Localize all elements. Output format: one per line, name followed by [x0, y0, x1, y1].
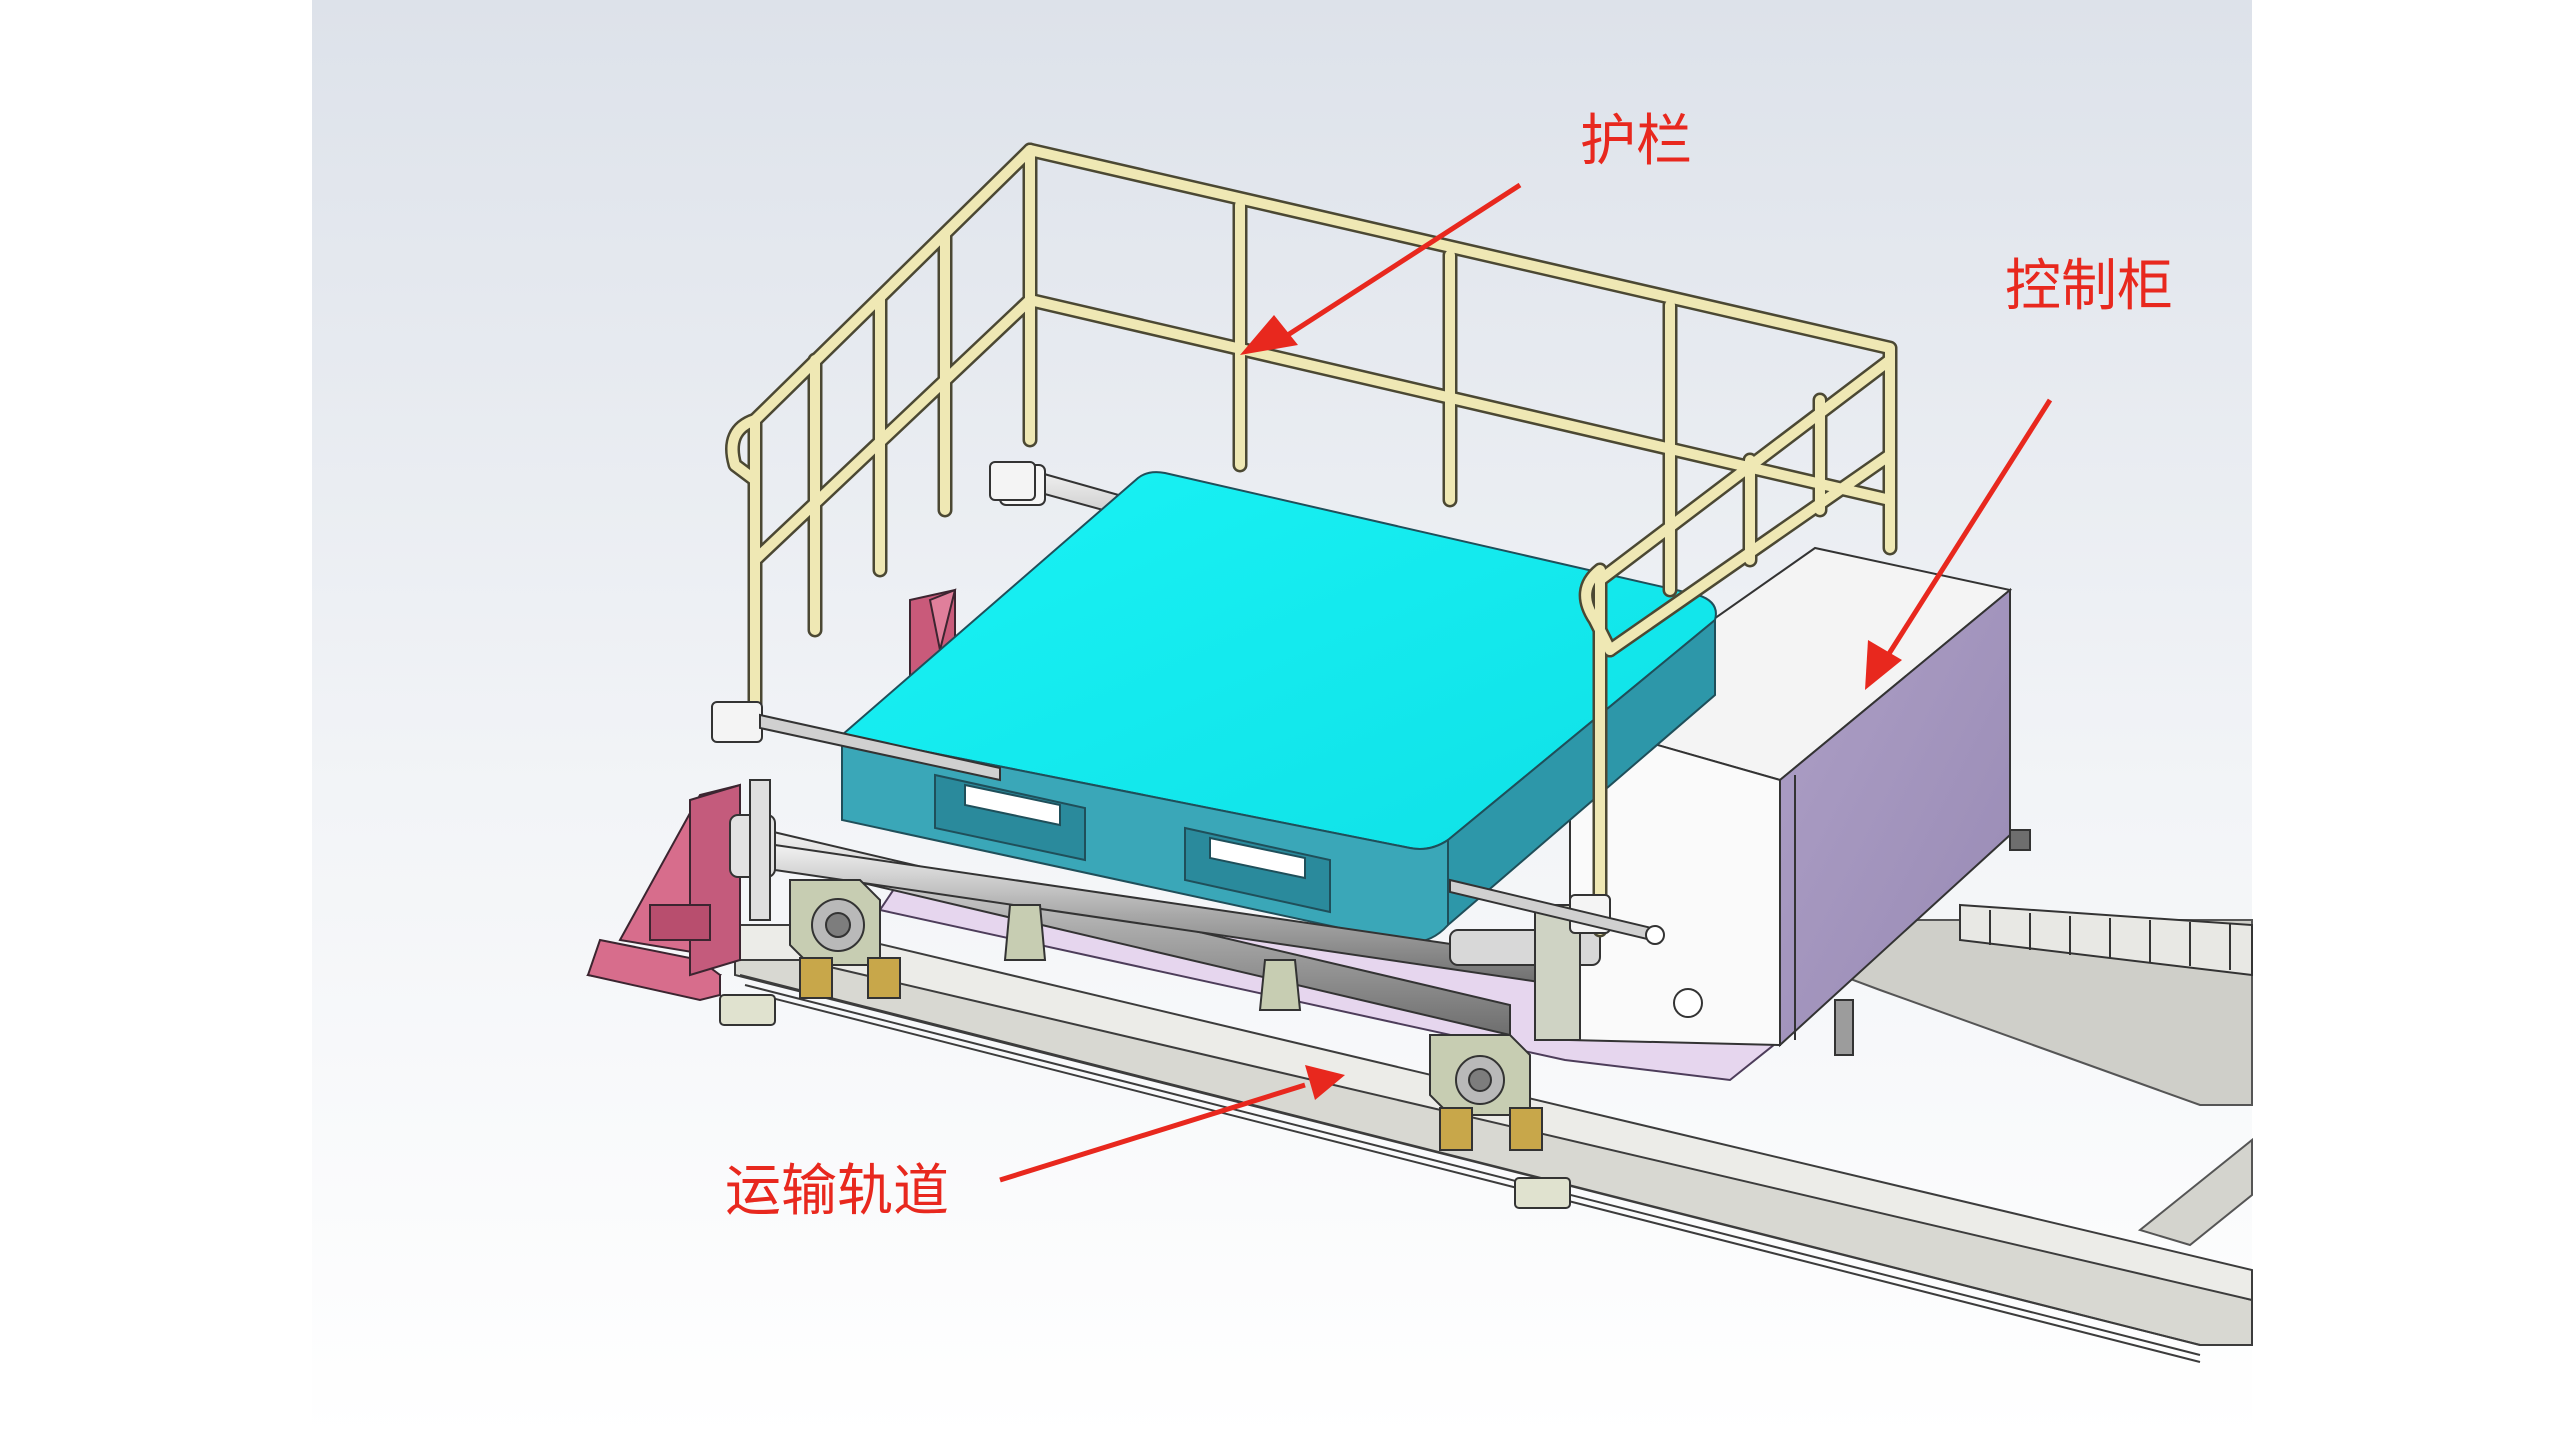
callout-arrowhead-transport-track	[1305, 1065, 1345, 1100]
side-bar	[759, 713, 1665, 945]
callout-arrowhead-guardrail	[1240, 315, 1298, 355]
cross-beam	[2137, 1137, 2253, 1247]
label-guardrail: 护栏	[1580, 109, 1692, 174]
callout-transport-track: 运输轨道	[725, 1065, 1345, 1224]
drive-gearbox	[789, 879, 901, 999]
guardrail	[725, 142, 1898, 938]
side-frame	[749, 779, 1581, 1041]
rail-foot	[719, 994, 776, 1026]
callout-arrowhead-control-cabinet	[1865, 640, 1902, 690]
support-block	[1003, 904, 1302, 1011]
cabinet-foot	[1834, 999, 1854, 1056]
label-control-cabinet: 控制柜	[2005, 254, 2173, 319]
callout-arrow-guardrail	[1278, 182, 1522, 343]
mounting-brackets	[586, 588, 957, 1002]
cable-chain	[1959, 903, 2253, 977]
rail-foot	[1514, 1177, 1571, 1209]
cabinet-lock	[1673, 988, 1703, 1018]
callout-arrow-transport-track	[999, 1082, 1306, 1183]
drive-gearbox	[1429, 1034, 1543, 1151]
label-transport-track: 运输轨道	[725, 1159, 949, 1224]
callout-control-cabinet: 控制柜	[1865, 254, 2173, 690]
callout-guardrail: 护栏	[1240, 109, 1692, 355]
callout-arrow-control-cabinet	[1882, 398, 2053, 662]
pallet	[839, 471, 1717, 944]
pallet-side	[1447, 617, 1716, 928]
